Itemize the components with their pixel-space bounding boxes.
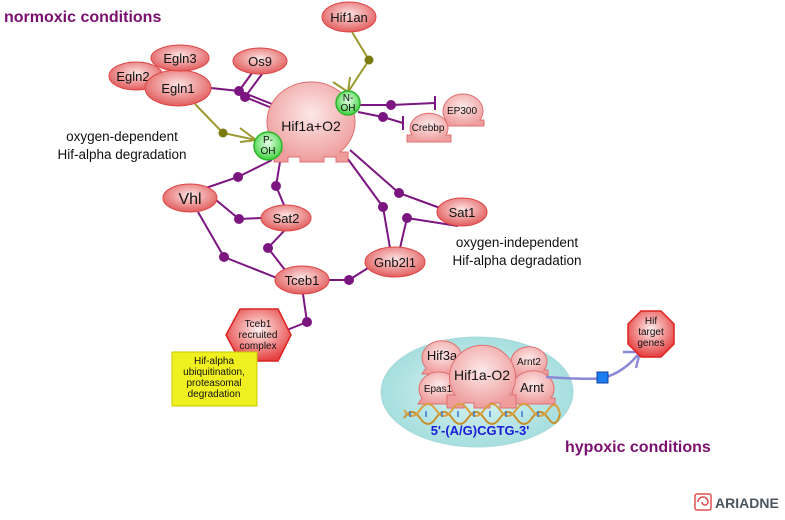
edge-junctions bbox=[218, 55, 412, 327]
svg-text:Hif3a: Hif3a bbox=[427, 348, 458, 363]
node-hif1a-o2-hypoxic[interactable]: Hif1a-O2 bbox=[446, 344, 517, 409]
node-ep300[interactable]: EP300 bbox=[441, 93, 485, 127]
svg-text:Hif1a+O2: Hif1a+O2 bbox=[281, 118, 341, 134]
junction-dot bbox=[302, 317, 312, 327]
node-tceb1[interactable]: Tceb1 bbox=[274, 265, 330, 295]
node-p-oh[interactable]: P-OH bbox=[253, 131, 283, 161]
junction-dot bbox=[233, 172, 243, 182]
svg-text:Crebbp: Crebbp bbox=[412, 123, 445, 134]
svg-text:Hif1a-O2: Hif1a-O2 bbox=[454, 367, 510, 383]
svg-text:Os9: Os9 bbox=[248, 54, 272, 69]
node-n-oh[interactable]: N-OH bbox=[335, 90, 361, 116]
node-arnt[interactable]: Arnt bbox=[510, 370, 556, 405]
dna-motif-label: 5'-(A/G)CGTG-3' bbox=[431, 423, 530, 438]
svg-text:N-OH: N-OH bbox=[341, 93, 356, 114]
node-vhl[interactable]: Vhl bbox=[162, 183, 218, 213]
edge-hif-ep300 bbox=[360, 96, 436, 110]
nucleus-complex: Hif3a Arnt2 Epas1 Arnt Hif1a-O2 5'-(A/G)… bbox=[380, 336, 574, 448]
node-crebbp[interactable]: Crebbp bbox=[406, 112, 452, 143]
svg-text:Sat1: Sat1 bbox=[449, 205, 476, 220]
svg-text:Egln2: Egln2 bbox=[116, 69, 149, 84]
svg-text:Egln1: Egln1 bbox=[161, 81, 194, 96]
arrowhead-poh bbox=[239, 127, 259, 143]
edge-hif-gnb2l1 bbox=[344, 154, 391, 249]
junction-dot bbox=[364, 55, 374, 65]
junction-dot bbox=[219, 252, 229, 262]
node-gnb2l1[interactable]: Gnb2l1 bbox=[364, 246, 426, 278]
svg-text:EP300: EP300 bbox=[447, 106, 477, 117]
svg-text:ARIADNE: ARIADNE bbox=[715, 495, 779, 511]
svg-text:Tceb1: Tceb1 bbox=[285, 273, 320, 288]
dna-helix-icon bbox=[403, 403, 561, 425]
junction-dot bbox=[234, 214, 244, 224]
node-hif1a-o2-complex[interactable]: Hif1a+O2 bbox=[266, 81, 356, 163]
node-arnt2[interactable]: Arnt2 bbox=[509, 346, 549, 377]
hypoxic-label: hypoxic conditions bbox=[565, 439, 711, 456]
node-sat2[interactable]: Sat2 bbox=[260, 204, 312, 232]
normoxic-label: normoxic conditions bbox=[4, 9, 161, 26]
ariadne-logo: ARIADNE bbox=[694, 493, 779, 511]
junction-dot bbox=[378, 112, 388, 122]
junction-dot bbox=[378, 202, 388, 212]
node-sat1[interactable]: Sat1 bbox=[436, 197, 488, 227]
svg-text:Arnt2: Arnt2 bbox=[517, 357, 541, 368]
junction-dot bbox=[263, 243, 273, 253]
svg-text:P-OH: P-OH bbox=[261, 135, 276, 157]
node-hif1an[interactable]: Hif1an bbox=[321, 1, 377, 33]
junction-dot bbox=[271, 181, 281, 191]
svg-text:Sat2: Sat2 bbox=[273, 211, 300, 226]
junction-dot bbox=[344, 275, 354, 285]
junction-dot bbox=[402, 213, 412, 223]
svg-text:Egln3: Egln3 bbox=[163, 51, 196, 66]
svg-text:Hif1an: Hif1an bbox=[330, 10, 368, 25]
svg-text:Gnb2l1: Gnb2l1 bbox=[374, 255, 416, 270]
svg-text:Epas1: Epas1 bbox=[424, 384, 453, 395]
node-egln1[interactable]: Egln1 bbox=[144, 69, 212, 107]
junction-dot bbox=[240, 92, 250, 102]
transcription-junction bbox=[596, 371, 609, 384]
junction-dot bbox=[218, 128, 228, 138]
junction-dot bbox=[394, 188, 404, 198]
svg-text:Arnt: Arnt bbox=[520, 380, 544, 395]
svg-text:Vhl: Vhl bbox=[178, 191, 201, 208]
junction-dot bbox=[386, 100, 396, 110]
node-os9[interactable]: Os9 bbox=[232, 47, 288, 75]
node-egln3[interactable]: Egln3 bbox=[150, 44, 210, 72]
